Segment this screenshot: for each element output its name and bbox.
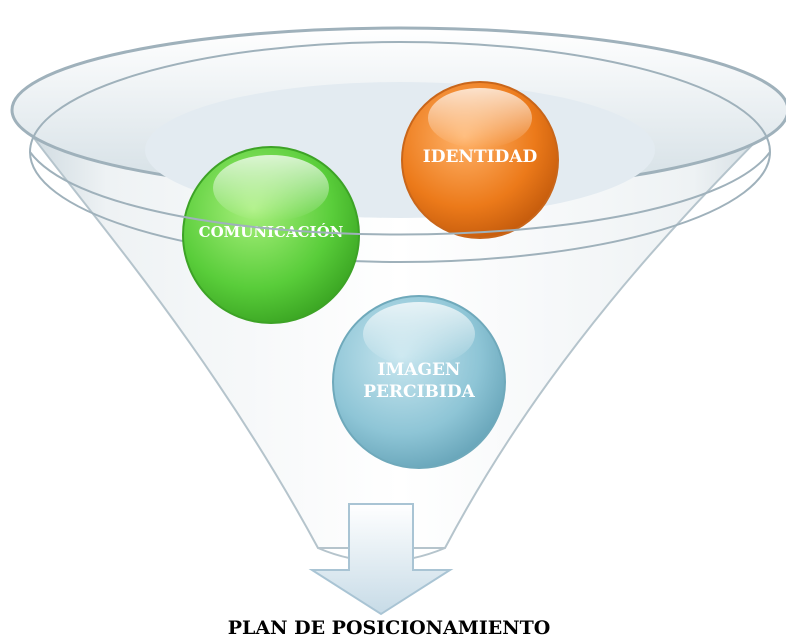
node-label-line-1: IMAGEN	[378, 360, 461, 380]
node-comunicacion: COMUNICACIÓN	[182, 146, 360, 324]
node-identidad: IDENTIDAD	[401, 81, 559, 239]
output-title: PLAN DE POSICIONAMIENTO	[228, 617, 551, 639]
down-arrow-icon	[308, 503, 454, 616]
node-label: IDENTIDAD	[423, 147, 538, 167]
node-imagen-percibida: IMAGEN PERCIBIDA	[332, 295, 506, 469]
node-label-line-2: PERCIBIDA	[363, 382, 475, 402]
funnel-rim-front	[29, 151, 771, 236]
node-label: COMUNICACIÓN	[199, 223, 344, 241]
